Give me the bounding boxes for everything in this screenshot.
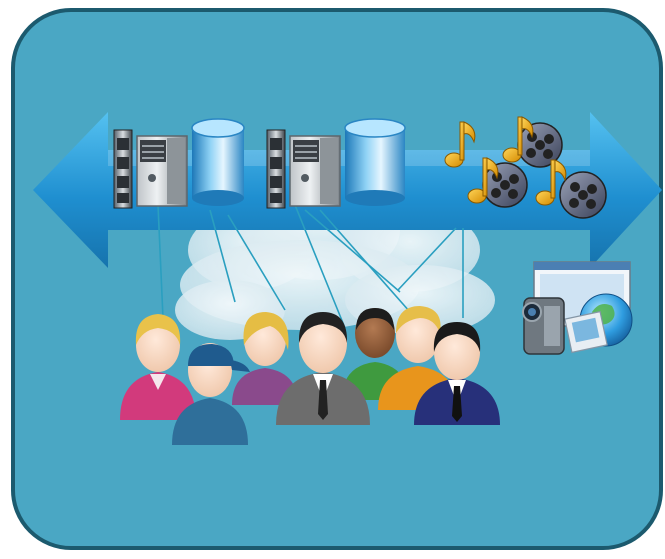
user-woman-purple-icon [232,312,298,405]
connections [157,204,464,329]
music-note-icon [467,157,499,204]
user-businessman-grey-icon [276,312,370,425]
database-icon [344,118,406,206]
server-group-2 [266,118,406,209]
camcorder-globe-icon [522,261,633,355]
user-businessman-navy-icon [414,322,500,425]
server-rack-icon [266,129,286,209]
user-woman-pink-icon [120,314,196,420]
user-man-cap-icon [172,343,250,445]
film-reel-icon [482,162,528,208]
users-group [120,306,500,445]
music-note-icon [444,121,476,168]
server-tower-icon [289,135,341,207]
media-cluster [444,116,607,219]
server-group-1 [113,118,245,209]
music-note-icon [535,159,567,206]
film-reel-icon [559,171,607,219]
database-icon [191,118,245,206]
music-note-icon [502,116,534,163]
server-rack-icon [113,129,133,209]
server-tower-icon [136,135,188,207]
